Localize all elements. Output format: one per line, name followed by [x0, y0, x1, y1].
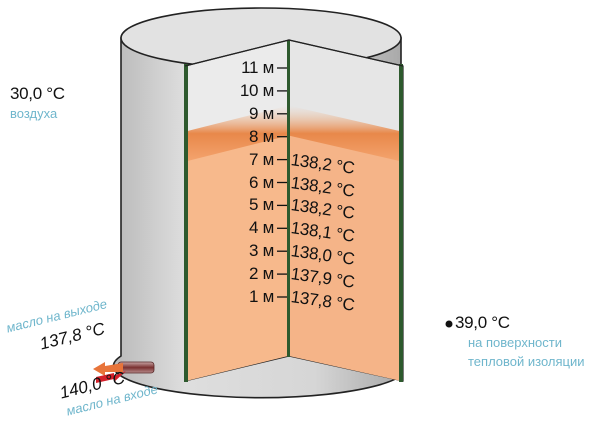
oil-fill-right: [289, 131, 401, 381]
frame-edge-left: [184, 39, 290, 67]
height-label: 1 м: [249, 287, 274, 306]
surface-label-line2: тепловой изоляции: [468, 354, 585, 369]
height-label: 11 м: [241, 58, 274, 77]
frame-edge-right: [288, 39, 404, 67]
height-label: 7 м: [249, 149, 274, 169]
height-ticks: [277, 67, 287, 298]
height-label: 5 м: [249, 195, 274, 215]
air-label: воздуха: [10, 106, 58, 121]
surface-temp: 39,0 °C: [455, 313, 510, 332]
height-label: 6 м: [249, 172, 274, 192]
outlet-arrow-icon: [93, 362, 123, 376]
height-label: 8 м: [249, 126, 274, 146]
air-temp: 30,0 °C: [10, 84, 65, 103]
oil-surface-band-right: [289, 105, 401, 162]
oil-surface-band-left: [186, 105, 288, 162]
height-label: 9 м: [249, 103, 274, 123]
surface-sensor-dot: [445, 320, 453, 328]
oil-fill-left: [186, 131, 288, 381]
height-label: 2 м: [249, 264, 274, 284]
inlet-arrow-icon: [96, 371, 126, 383]
frame-post-center: [287, 40, 290, 357]
height-label: 10 м: [239, 80, 274, 100]
height-label: 4 м: [249, 218, 274, 238]
oil-pipe: [117, 361, 155, 374]
frame-post-right: [399, 64, 403, 382]
surface-label-line1: на поверхности: [468, 335, 562, 350]
frame-post-left: [184, 64, 188, 382]
height-label: 3 м: [249, 241, 274, 261]
